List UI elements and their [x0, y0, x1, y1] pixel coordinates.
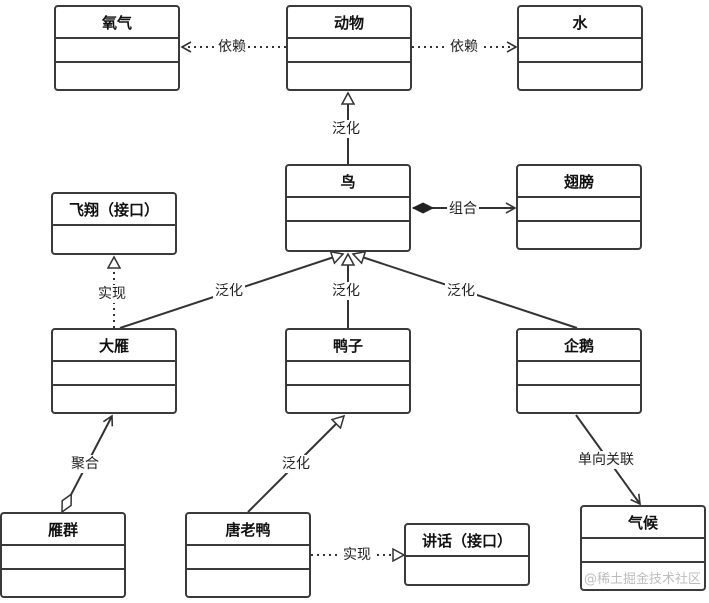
label-generalization-penguin: 泛化 [445, 282, 477, 300]
class-flock-title: 雁群 [2, 514, 124, 546]
class-animal-methods [288, 63, 410, 85]
class-duck[interactable]: 鸭子 [285, 328, 411, 414]
class-speak-methods [406, 557, 528, 579]
label-generalization-donald: 泛化 [280, 455, 312, 473]
class-climate[interactable]: 气候 [580, 505, 706, 591]
label-aggregation: 聚合 [69, 455, 101, 473]
class-animal-attributes [288, 39, 410, 63]
class-speak-interface[interactable]: 讲话（接口） [404, 523, 530, 586]
class-water-attributes [519, 39, 641, 63]
class-duck-methods [287, 386, 409, 408]
class-flock[interactable]: 雁群 [0, 512, 126, 598]
class-bird-title: 鸟 [287, 166, 409, 198]
class-flock-attributes [2, 546, 124, 570]
class-wing-methods [518, 222, 640, 244]
class-fly-title: 飞翔（接口） [53, 194, 175, 226]
class-oxygen-title: 氧气 [56, 7, 178, 39]
class-penguin-title: 企鹅 [518, 330, 640, 362]
class-wing-title: 翅膀 [518, 166, 640, 198]
class-duck-attributes [287, 362, 409, 386]
class-animal-title: 动物 [288, 7, 410, 39]
class-oxygen-methods [56, 63, 178, 85]
class-climate-attributes [582, 539, 704, 563]
class-penguin-methods [518, 386, 640, 408]
class-duck-title: 鸭子 [287, 330, 409, 362]
class-oxygen[interactable]: 氧气 [54, 5, 180, 91]
class-goose-title: 大雁 [53, 330, 175, 362]
label-association: 单向关联 [576, 451, 636, 469]
class-penguin[interactable]: 企鹅 [516, 328, 642, 414]
class-bird[interactable]: 鸟 [285, 164, 411, 252]
class-donald-attributes [187, 546, 309, 570]
class-donald-title: 唐老鸭 [187, 514, 309, 546]
class-goose-methods [53, 386, 175, 408]
class-fly-methods [53, 226, 175, 248]
label-realization-speak: 实现 [341, 546, 373, 564]
class-flock-methods [2, 570, 124, 592]
class-goose-attributes [53, 362, 175, 386]
class-climate-title: 气候 [582, 507, 704, 539]
label-dependency-oxygen: 依赖 [216, 38, 248, 56]
class-bird-attributes [287, 198, 409, 222]
class-animal[interactable]: 动物 [286, 5, 412, 91]
label-generalization-bird-animal: 泛化 [330, 120, 362, 138]
class-bird-methods [287, 222, 409, 244]
label-generalization-duck: 泛化 [330, 282, 362, 300]
class-wing[interactable]: 翅膀 [516, 164, 642, 250]
label-generalization-goose: 泛化 [213, 282, 245, 300]
class-speak-title: 讲话（接口） [406, 525, 528, 557]
label-composition: 组合 [447, 200, 479, 218]
class-water-title: 水 [519, 7, 641, 39]
class-donald-methods [187, 570, 309, 592]
watermark: @稀土掘金技术社区 [583, 572, 701, 587]
class-oxygen-attributes [56, 39, 178, 63]
label-realization-fly: 实现 [96, 285, 128, 303]
class-penguin-attributes [518, 362, 640, 386]
label-dependency-water: 依赖 [448, 38, 480, 56]
class-water-methods [519, 63, 641, 85]
class-fly-interface[interactable]: 飞翔（接口） [51, 192, 177, 255]
class-water[interactable]: 水 [517, 5, 643, 91]
class-goose[interactable]: 大雁 [51, 328, 177, 414]
class-wing-attributes [518, 198, 640, 222]
class-donald[interactable]: 唐老鸭 [185, 512, 311, 598]
